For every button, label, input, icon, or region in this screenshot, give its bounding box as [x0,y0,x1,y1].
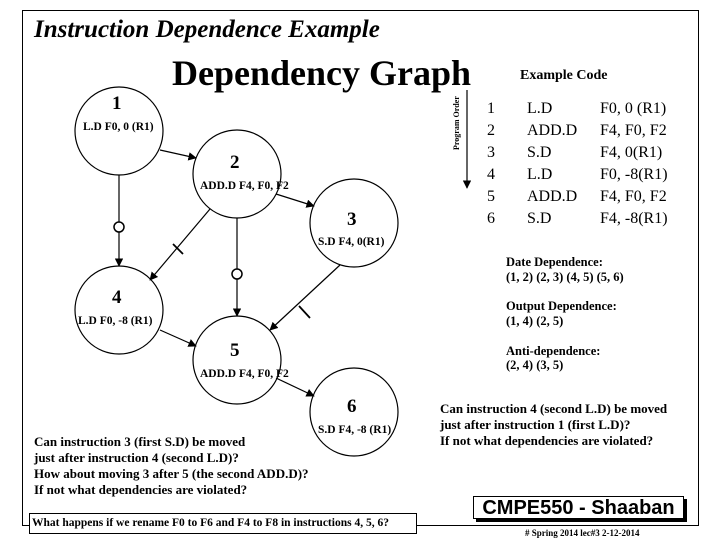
node-3-number: 3 [347,209,357,230]
example-code-title: Example Code [520,68,608,83]
code-op: S.D [527,210,552,227]
node-4-circle [74,265,164,355]
node-3-label: S.D F4, 0(R1) [318,236,385,248]
question-line: If not what dependencies are violated? [34,482,248,497]
question-line: Can instruction 3 (first S.D) be moved [34,434,246,449]
question-line: Can instruction 4 (second L.D) be moved [440,401,668,416]
output-dependence-label: Output Dependence: [506,299,617,313]
node-2-circle [192,129,282,219]
rename-question-box: What happens if we rename F0 to F6 and F… [29,513,417,534]
anti-dependence-pairs: (2, 4) (3, 5) [506,358,564,372]
code-op: S.D [527,144,552,161]
edge-3-5 [269,264,341,331]
program-order-label: Program Order [452,96,461,150]
node-2-label: ADD.D F4, F0, F2 [200,180,289,192]
question-line: How about moving 3 after 5 (the second A… [34,466,309,481]
anti-dependence-label: Anti-dependence: [506,344,601,358]
code-op: ADD.D [527,122,578,139]
code-args: F0, -8(R1) [600,166,668,183]
data-dependence-pairs: (1, 2) (2, 3) (4, 5) (5, 6) [506,270,624,284]
code-num: 2 [487,122,495,139]
node-3-circle [309,178,399,268]
anti-dep-marker-3-5 [298,305,311,319]
course-label: CMPE550 - Shaaban [473,496,684,519]
code-args: F4, 0(R1) [600,144,663,161]
code-num: 1 [487,100,495,117]
anti-dep-marker-2-4 [172,243,184,255]
code-num: 4 [487,166,495,183]
node-2-number: 2 [230,152,240,173]
edge-2-4 [149,208,211,281]
graph-title: Dependency Graph [172,53,472,93]
node-5-number: 5 [230,340,240,361]
question-line: If not what dependencies are violated? [440,433,654,448]
code-op: L.D [527,166,553,183]
node-1-number: 1 [112,93,122,114]
code-op: L.D [527,100,553,117]
output-dependence-pairs: (1, 4) (2, 5) [506,314,564,328]
code-num: 5 [487,188,495,205]
edge-1-2 [159,149,197,161]
code-args: F4, F0, F2 [600,188,667,205]
edge-2-3 [275,193,315,208]
node-6-number: 6 [347,396,357,417]
node-5-label: ADD.D F4, F0, F2 [200,368,289,380]
edge-5-6 [275,377,315,397]
code-args: F4, F0, F2 [600,122,667,139]
node-4-number: 4 [112,287,122,308]
edge-4-5 [159,329,197,347]
code-num: 6 [487,210,495,227]
output-dep-marker-2-5 [231,268,243,280]
question-line: just after instruction 4 (second L.D)? [34,450,239,465]
code-op: ADD.D [527,188,578,205]
output-dep-marker-1-4 [113,221,125,233]
code-num: 3 [487,144,495,161]
data-dependence-label: Date Dependence: [506,255,603,269]
node-1-label: L.D F0, 0 (R1) [83,121,154,133]
code-args: F4, -8(R1) [600,210,668,227]
node-4-label: L.D F0, -8 (R1) [78,315,153,327]
footer-info: # Spring 2014 lec#3 2-12-2014 [525,528,640,538]
node-6-label: S.D F4, -8 (R1) [318,424,392,436]
code-args: F0, 0 (R1) [600,100,667,117]
question-line: just after instruction 1 (first L.D)? [440,417,631,432]
header-title: Instruction Dependence Example [34,16,380,43]
node-6-circle [309,367,399,457]
